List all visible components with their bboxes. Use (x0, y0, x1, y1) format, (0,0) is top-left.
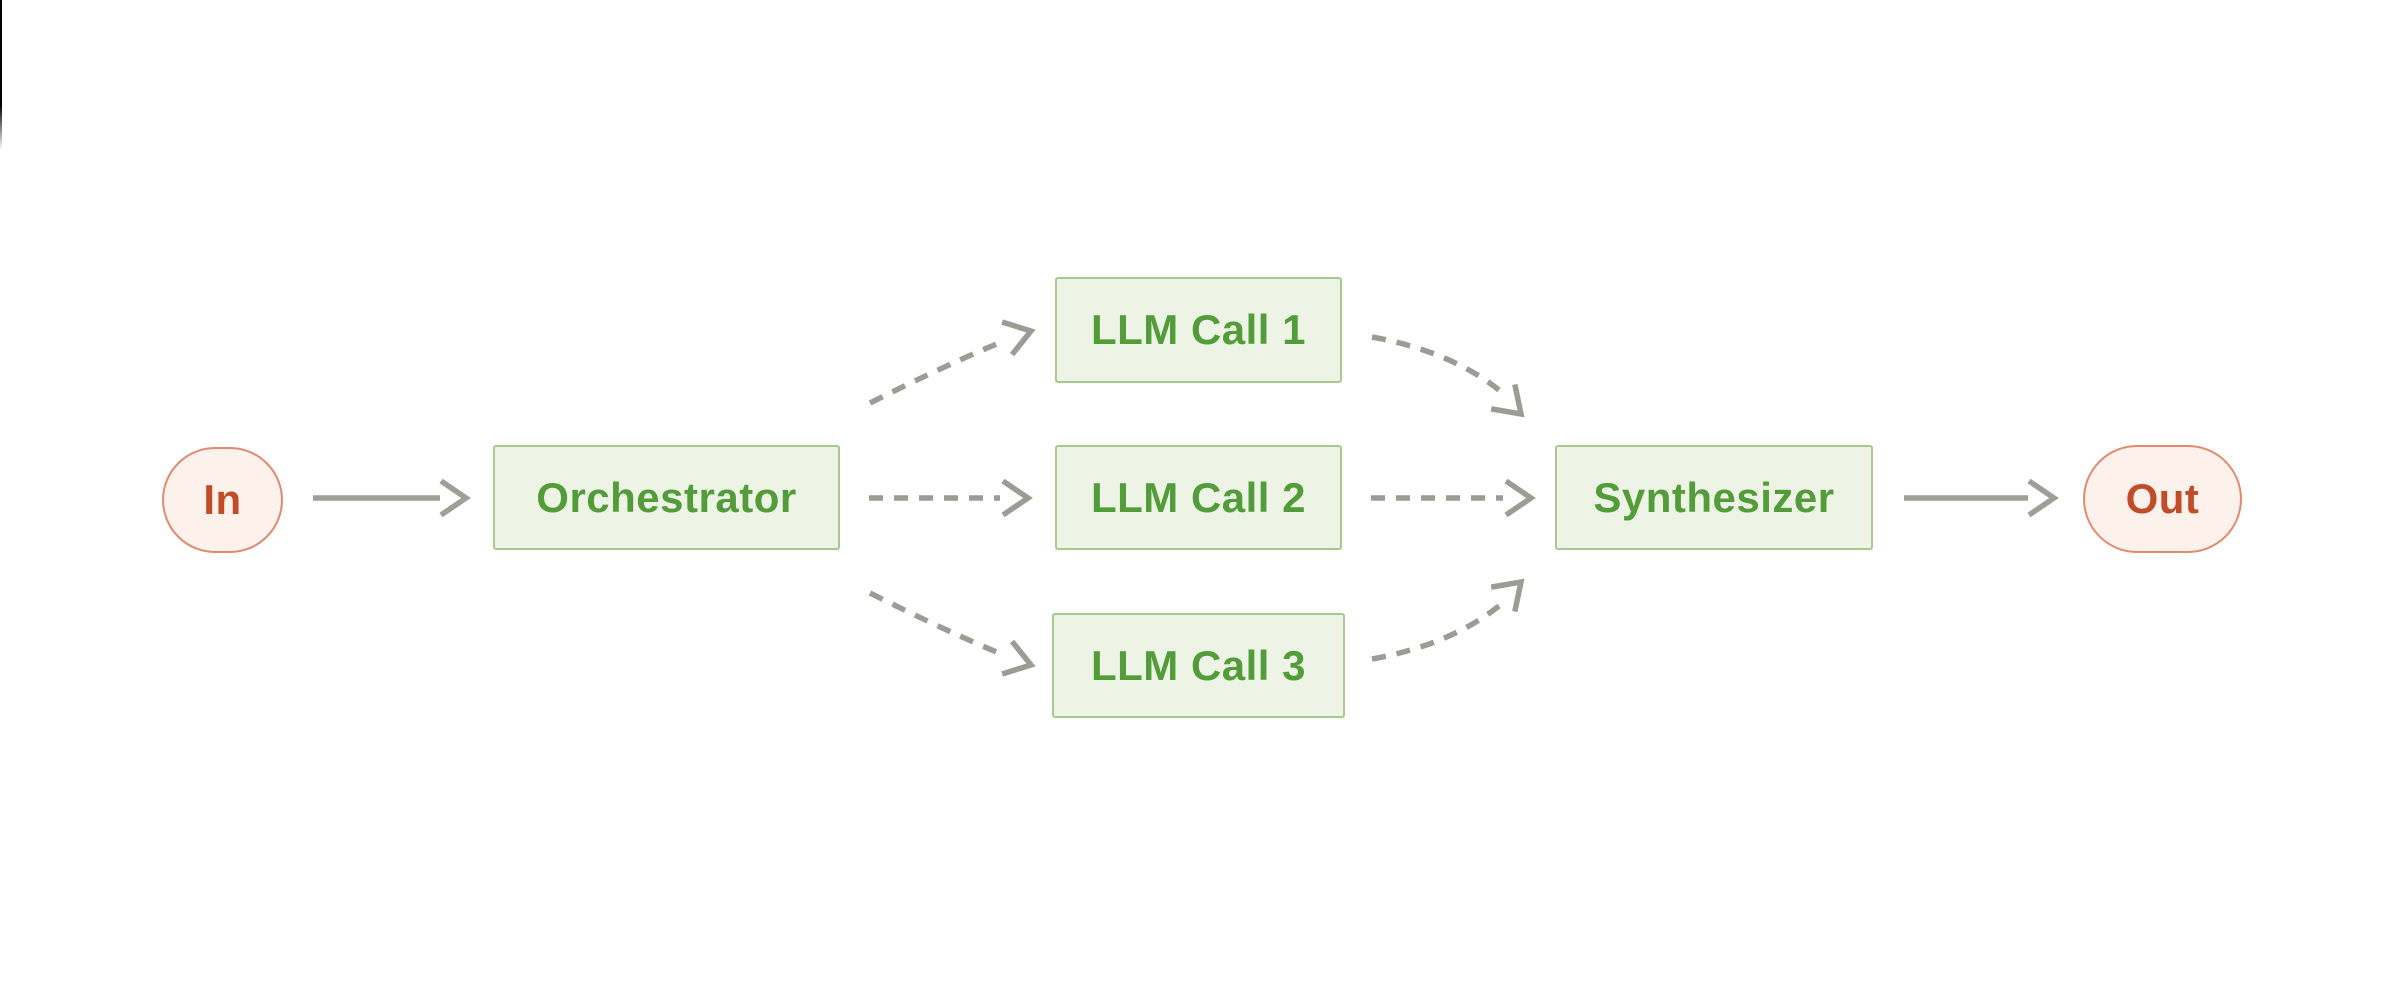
node-llm-call-3-label: LLM Call 3 (1090, 641, 1307, 689)
node-synthesizer-label: Synthesizer (1593, 473, 1835, 521)
edge-orchestrator-llm-call-2 (869, 481, 1028, 515)
node-out-label: Out (2125, 475, 2200, 522)
node-orchestrator-label: Orchestrator (536, 473, 797, 521)
edge-synthesizer-out (1904, 481, 2054, 515)
node-llm-call-3: LLM Call 3 (1052, 613, 1345, 718)
node-synthesizer: Synthesizer (1555, 445, 1873, 550)
node-llm-call-1: LLM Call 1 (1055, 277, 1342, 383)
node-llm-call-2-label: LLM Call 2 (1090, 473, 1307, 521)
edge-orchestrator-llm-call-1 (868, 315, 1036, 406)
edge-llm-call-3-synthesizer (1371, 570, 1533, 662)
node-orchestrator: Orchestrator (493, 445, 840, 550)
node-llm-call-1-label: LLM Call 1 (1090, 306, 1307, 353)
node-llm-call-2: LLM Call 2 (1055, 445, 1342, 550)
frame-edge-artifact (0, 0, 2, 150)
node-in-label: In (203, 476, 242, 523)
edge-orchestrator-llm-call-3 (868, 590, 1036, 681)
node-in: In (162, 447, 283, 553)
edge-llm-call-2-synthesizer (1371, 481, 1531, 515)
edge-llm-call-1-synthesizer (1371, 334, 1533, 426)
node-out: Out (2083, 445, 2242, 553)
edge-in-orchestrator (313, 481, 466, 515)
